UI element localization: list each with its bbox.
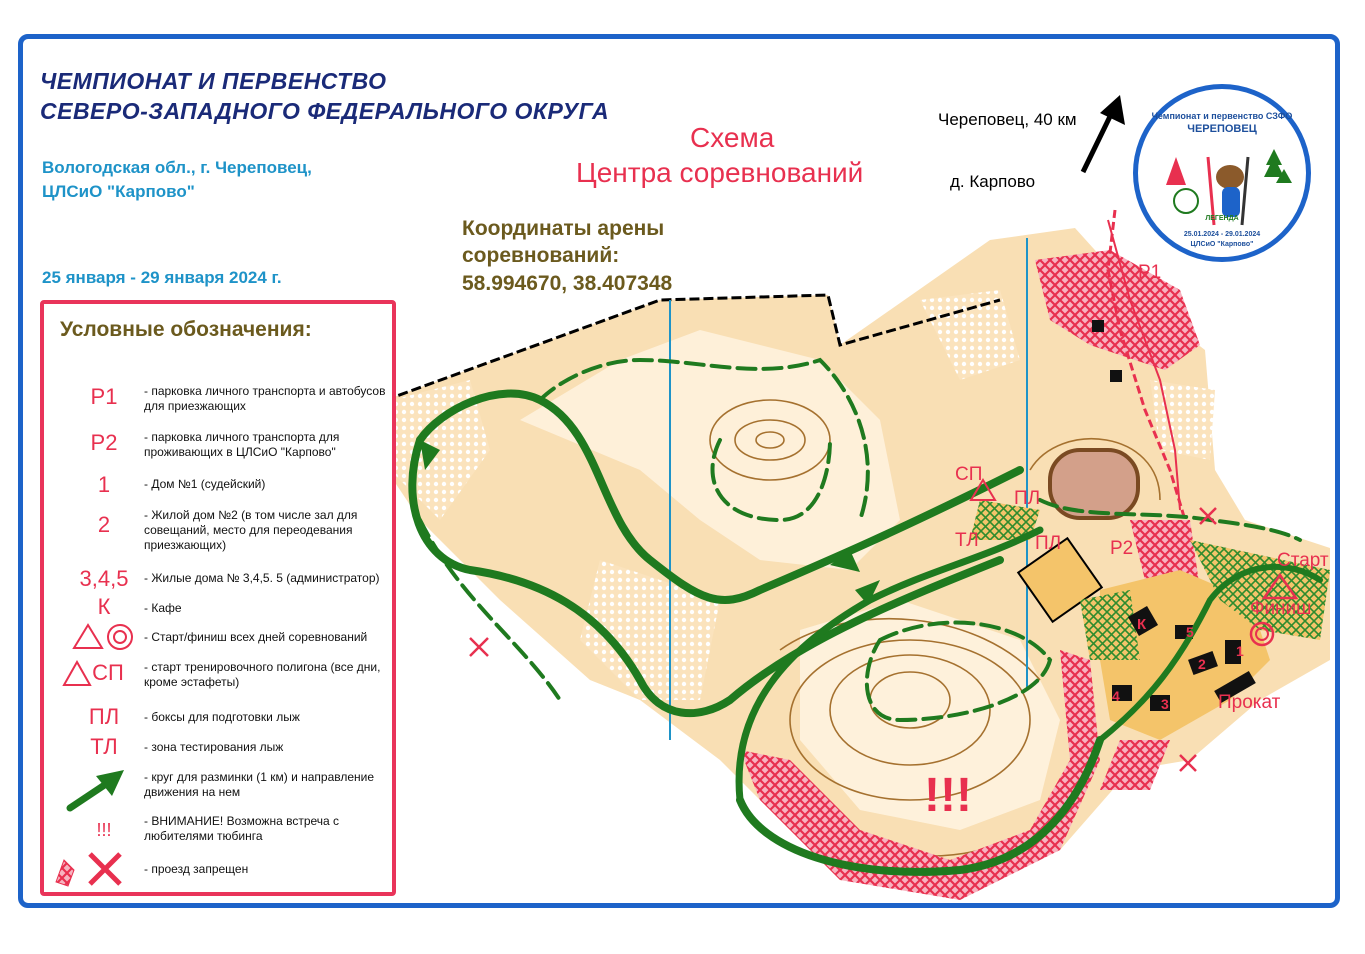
- label-cafe: К: [1137, 616, 1147, 633]
- coordinates-line-1: Координаты арены: [462, 217, 665, 240]
- logo-dates: 25.01.2024 - 29.01.2024: [1183, 231, 1261, 238]
- label-house-5: 5: [1186, 624, 1194, 640]
- legend-symbol: ПЛ: [88, 704, 120, 729]
- label-p1: P1: [1138, 262, 1162, 283]
- moose-mascot-icon: [1166, 149, 1292, 226]
- direction-arrow-1: [420, 440, 440, 470]
- buildings: [1092, 320, 1256, 711]
- legend-text: - Жилой дом №2 (в том числе зал для сове…: [144, 508, 358, 552]
- label-house-4: 4: [1112, 688, 1120, 704]
- legend-symbol: P1: [90, 384, 118, 409]
- label-rental: Прокат: [1218, 692, 1281, 713]
- road-track: [1107, 219, 1181, 511]
- map-frame: [18, 34, 1340, 908]
- legend-text: - старт тренировочного полигона (все дни…: [144, 660, 381, 689]
- no-entry-marks: [469, 507, 1217, 772]
- direction-karpovo: д. Карпово: [950, 172, 1036, 191]
- dates: 25 января - 29 января 2024 г.: [42, 268, 282, 287]
- logo-badge: ЛЕГЕНДА: [1205, 215, 1239, 222]
- legend-symbol: 2: [97, 512, 111, 537]
- forbidden-zone-southeast: [1100, 740, 1170, 790]
- legend-symbol: P2: [90, 430, 118, 455]
- hatch-area-4: [1150, 380, 1215, 460]
- open-area-2: [800, 600, 1060, 830]
- label-house-3: 3: [1161, 696, 1169, 712]
- green-hatch-area-2: [970, 500, 1040, 540]
- hatch-area-2: [580, 560, 720, 700]
- warmup-arrow-icon: [66, 770, 124, 812]
- start-triangle: [1261, 572, 1299, 600]
- logo-ring-text: Чемпионат и первенство СЗФО: [1151, 111, 1293, 121]
- coordinates-value: 58.994670, 38.407348: [462, 272, 673, 295]
- legend-text: - парковка личного транспорта и автобусо…: [144, 384, 386, 413]
- title-line-1: ЧЕМПИОНАТ И ПЕРВЕНСТВО: [40, 68, 387, 94]
- title-line-2: СЕВЕРО-ЗАПАДНОГО ФЕДЕРАЛЬНОГО ОКРУГА: [40, 98, 610, 124]
- event-logo: Чемпионат и первенство СЗФО ЧЕРЕПОВЕЦ ЛЕ…: [1133, 84, 1311, 262]
- start-finish-icon: [72, 623, 133, 650]
- legend-text: - проезд запрещен: [144, 862, 249, 876]
- direction-arrow-2: [830, 550, 860, 572]
- logo-venue: ЦЛСиО "Карпово": [1190, 241, 1254, 248]
- direction-cherepovets: Череповец, 40 км: [938, 110, 1077, 129]
- coordinates-line-2: соревнований:: [462, 244, 620, 267]
- legend-text: - ВНИМАНИЕ! Возможна встреча с любителям…: [144, 814, 340, 843]
- finish-circle: [1249, 621, 1275, 647]
- scheme-title-1: Схема: [690, 122, 775, 153]
- stadium: [1048, 448, 1140, 520]
- ski-trails: [408, 357, 1323, 876]
- label-tl: ТЛ: [955, 530, 979, 551]
- boundary-line: [371, 293, 1001, 407]
- legend-text: - Старт/финиш всех дней соревнований: [144, 630, 368, 644]
- location-line-1: Вологодская обл., г. Череповец,: [42, 158, 312, 177]
- triangle-icon: [62, 660, 92, 686]
- location-line-2: ЦЛСиО "Карпово": [42, 182, 195, 201]
- legend-text: - парковка личного транспорта для прожив…: [144, 430, 340, 459]
- label-house-2: 2: [1198, 656, 1206, 672]
- legend-symbol: К: [97, 594, 111, 619]
- open-area: [520, 330, 900, 570]
- forbidden-zone-south: [740, 650, 1100, 900]
- sp-triangle: [969, 478, 997, 501]
- legend-text: - Жилые дома № 3,4,5. 5 (администратор): [144, 571, 380, 585]
- label-finish: Финиш: [1250, 598, 1312, 619]
- legend-symbol: 3,4,5: [79, 566, 129, 591]
- scheme-title-2: Центра соревнований: [576, 157, 864, 188]
- label-sp: СП: [955, 464, 983, 485]
- label-start: Старт: [1277, 550, 1329, 571]
- road: [1106, 209, 1187, 521]
- label-warning: !!!: [924, 769, 972, 822]
- legend-text: - круг для разминки (1 км) и направление…: [144, 770, 375, 799]
- legend-text: - Кафе: [144, 601, 182, 615]
- legend-box: Условные обозначения: P1 - парковка личн…: [40, 300, 396, 896]
- hatch-area-3: [920, 290, 1020, 380]
- legend-text: - Дом №1 (судейский): [144, 477, 266, 491]
- label-pl-2: ПЛ: [1035, 533, 1062, 554]
- legend-symbol: СП: [92, 660, 124, 685]
- legend-symbol: !!!: [96, 820, 112, 840]
- direction-arrow-3: [855, 580, 880, 605]
- label-pl-1: ПЛ: [1014, 488, 1041, 509]
- green-hatch-area: [1080, 590, 1140, 660]
- legend-text: - зона тестирования лыж: [144, 740, 284, 754]
- legend-text: - боксы для подготовки лыж: [144, 710, 300, 724]
- label-house-1: 1: [1236, 643, 1244, 659]
- start-area: [1190, 540, 1330, 640]
- label-p2: P2: [1110, 538, 1134, 559]
- no-passage-icon: [55, 852, 122, 887]
- legend-heading: Условные обозначения:: [60, 318, 312, 341]
- logo-city: ЧЕРЕПОВЕЦ: [1187, 123, 1257, 135]
- legend-symbol: 1: [97, 472, 111, 497]
- legend-symbol: ТЛ: [90, 734, 118, 759]
